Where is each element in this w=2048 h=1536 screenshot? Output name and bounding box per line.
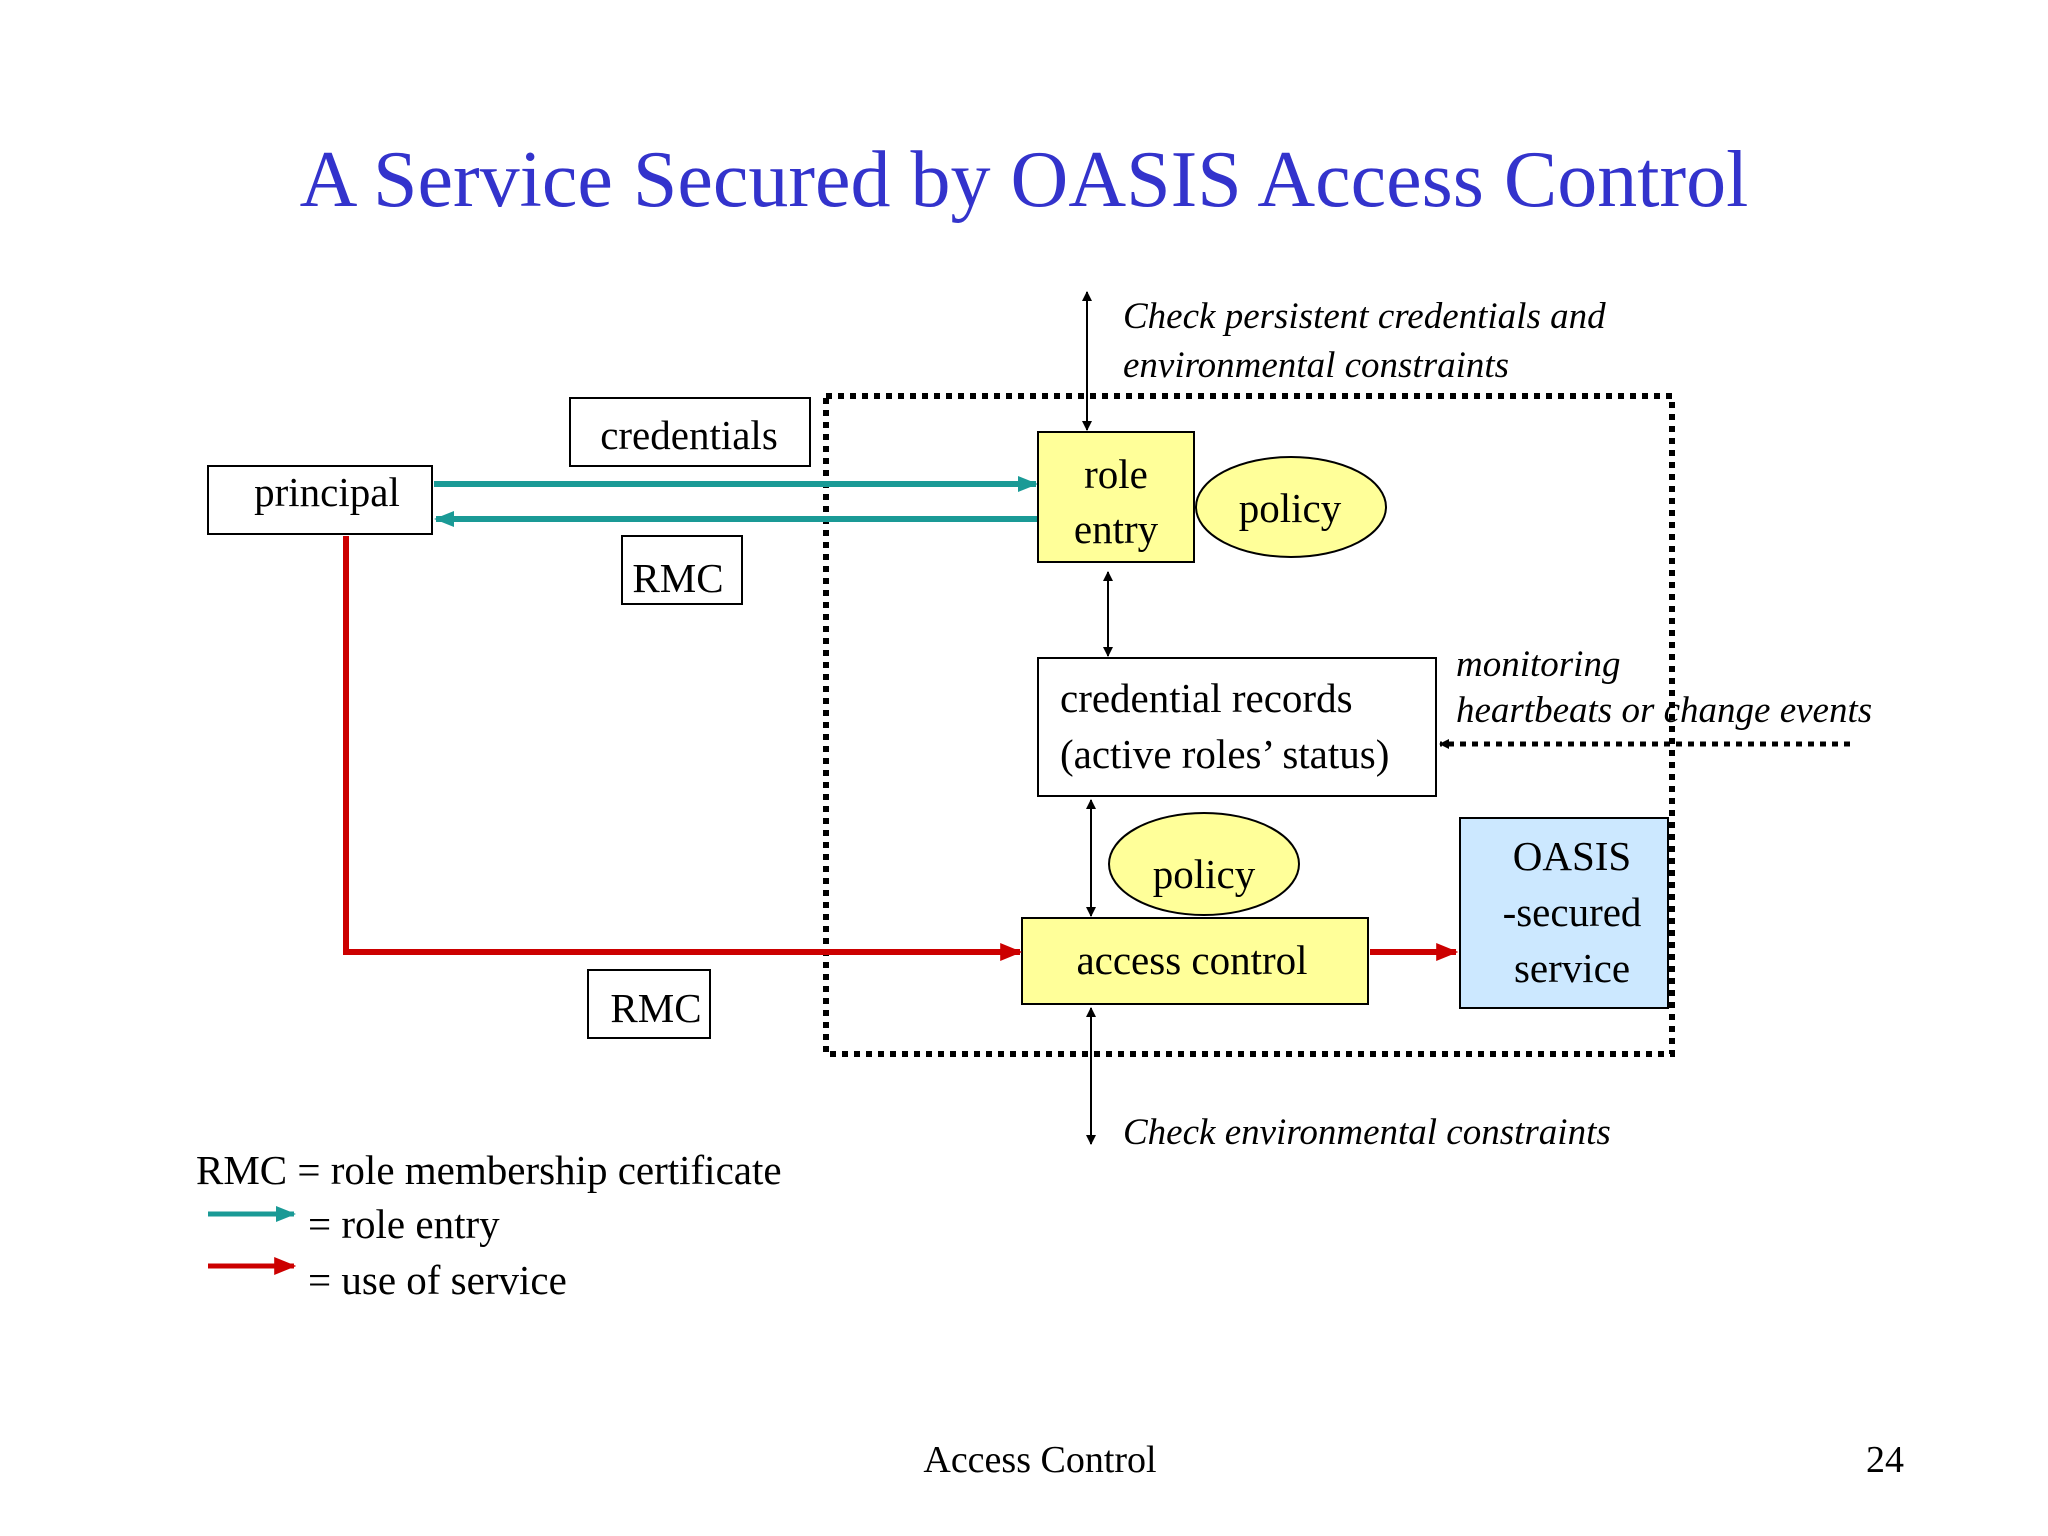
legend-role-entry: = role entry <box>308 1201 500 1247</box>
policy-bottom-label: policy <box>1153 851 1256 897</box>
note-monitoring-line2: heartbeats or change events <box>1456 690 1872 731</box>
credential-records-box <box>1037 657 1437 797</box>
oasis-service-box <box>1459 817 1669 1009</box>
slide-title: A Service Secured by OASIS Access Contro… <box>299 136 1749 224</box>
role-entry-box <box>1037 431 1195 563</box>
principal-label: principal <box>254 469 400 515</box>
note-bottom: Check environmental constraints <box>1123 1112 1611 1153</box>
oasis-service-line3: service <box>1514 945 1630 991</box>
principal-box <box>207 465 433 535</box>
oasis-service-line2: -secured <box>1503 889 1642 935</box>
legend-use-of-service: = use of service <box>308 1257 567 1303</box>
legend-rmc-definition: RMC = role membership certificate <box>196 1147 782 1193</box>
role-entry-line1: role <box>1084 451 1148 497</box>
rmc-bottom-label: RMC <box>610 985 701 1031</box>
rmc-top-label: RMC <box>632 555 723 601</box>
access-control-label: access control <box>1076 937 1307 983</box>
credential-records-line1: credential records <box>1060 675 1353 721</box>
policy-top-ellipse <box>1195 456 1387 558</box>
page-number: 24 <box>1866 1439 1904 1481</box>
note-monitoring-line1: monitoring <box>1456 644 1620 685</box>
credential-records-line2: (active roles’ status) <box>1060 731 1389 777</box>
arrow-principal-to-access-control <box>343 536 1023 961</box>
secured-boundary <box>823 393 1675 1057</box>
rmc-bottom-box <box>587 969 711 1039</box>
note-top-line2: environmental constraints <box>1123 345 1509 386</box>
note-top-line1: Check persistent credentials and <box>1123 296 1606 337</box>
access-control-box <box>1021 917 1369 1005</box>
oasis-service-line1: OASIS <box>1513 833 1631 879</box>
rmc-top-box <box>621 535 743 605</box>
policy-top-label: policy <box>1239 485 1342 531</box>
credentials-label: credentials <box>600 412 778 458</box>
footer-label: Access Control <box>923 1439 1156 1481</box>
credentials-box <box>569 397 811 467</box>
policy-bottom-ellipse <box>1108 812 1300 916</box>
role-entry-line2: entry <box>1074 506 1159 552</box>
